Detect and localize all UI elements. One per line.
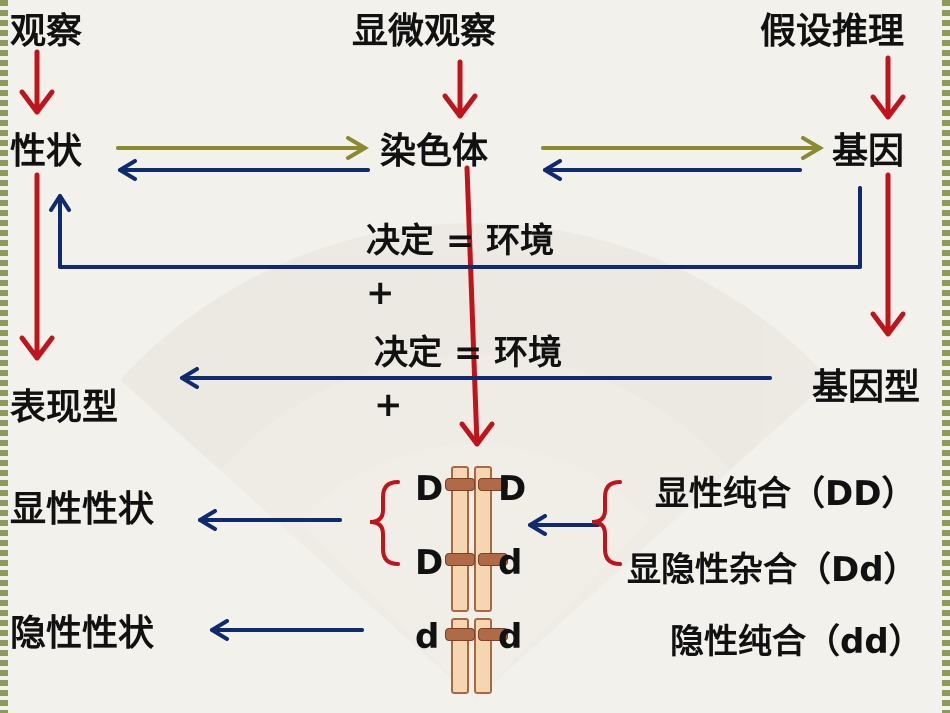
label-hypothesis: 假设推理: [760, 11, 905, 52]
label-micro-observe: 显微观察: [352, 11, 497, 52]
label-dominant-trait: 显性性状: [10, 489, 155, 530]
label-gene: 基因: [832, 131, 905, 172]
allele-r1-right: D: [498, 469, 527, 509]
right-border-stripe: [942, 0, 950, 713]
label-plus-2: +: [374, 385, 403, 425]
label-recessive-homozygous: 隐性纯合（dd）: [670, 622, 923, 662]
chromosome-left: [451, 466, 469, 612]
label-genotype: 基因型: [812, 367, 921, 408]
label-recessive-trait: 隐性性状: [10, 613, 155, 654]
left-border-stripe: [0, 0, 8, 713]
right-brace: [591, 480, 622, 566]
label-dominant-homozygous: 显性纯合（DD）: [655, 474, 916, 514]
gene-locus-band: [445, 553, 475, 566]
gene-locus-band: [478, 628, 508, 641]
label-plus-1: +: [366, 273, 395, 313]
label-phenotype: 表现型: [10, 387, 119, 428]
label-chromosome: 染色体: [380, 131, 489, 172]
arrow-gene-back-to-trait: [58, 186, 862, 269]
gene-locus-band: [478, 478, 508, 491]
label-heterozygous: 显隐性杂合（Dd）: [627, 550, 918, 590]
allele-r3-left: d: [415, 617, 440, 657]
arrow-chromosome-to-pairs: [464, 165, 480, 447]
label-decide-environment-2: 决定 = 环境: [374, 333, 563, 373]
label-trait: 性状: [10, 131, 83, 172]
label-observe: 观察: [10, 11, 83, 52]
left-brace: [369, 480, 400, 566]
label-decide-environment-1: 决定 = 环境: [366, 221, 555, 261]
allele-r2-left: D: [415, 543, 444, 583]
gene-locus-band: [445, 478, 475, 491]
gene-locus-band: [478, 553, 508, 566]
allele-r1-left: D: [415, 469, 444, 509]
gene-locus-band: [445, 628, 475, 641]
chromosome-right: [474, 466, 492, 612]
allele-r3-right: d: [498, 617, 523, 657]
allele-r2-right: d: [498, 543, 523, 583]
